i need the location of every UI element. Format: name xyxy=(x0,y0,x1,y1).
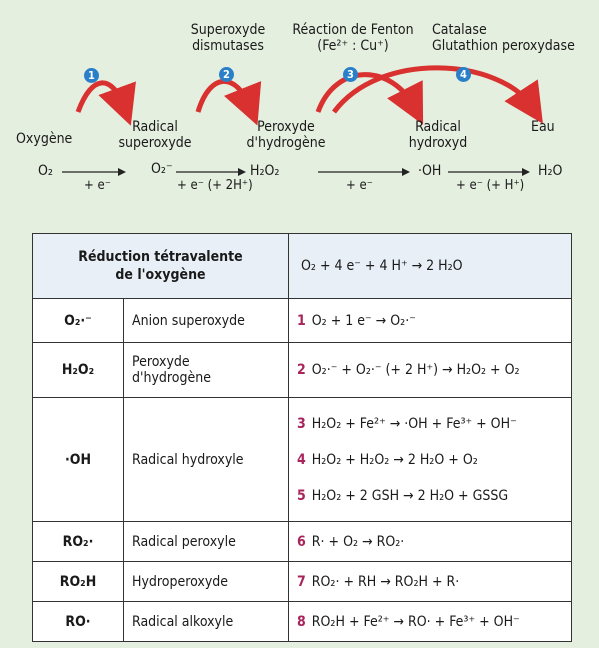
reaction-equation: RO₂H + Fe²⁺ → RO· + Fe³⁺ + OH⁻ xyxy=(311,613,520,630)
condition-1: + e⁻ xyxy=(84,178,111,193)
reaction-item: 4 H₂O₂ + H₂O₂ → 2 H₂O + O₂ xyxy=(297,442,563,478)
step-badge-1: 1 xyxy=(84,68,99,83)
row-reactions: 6 R· + O₂ → RO₂· xyxy=(288,521,572,562)
curved-arrow-2 xyxy=(195,78,262,126)
reaction-number: 2 xyxy=(297,362,306,378)
step-badge-4: 4 xyxy=(456,67,471,82)
species-peroxide: Peroxyde d'hydrogène xyxy=(236,119,336,151)
enzyme-fenton: Réaction de Fenton (Fe²⁺ : Cu⁺) xyxy=(283,22,423,54)
table-row: O₂·⁻ Anion superoxyde 1 O₂ + 1 e⁻ → O₂·⁻ xyxy=(32,298,572,343)
reaction-equation: H₂O₂ + 2 GSH → 2 H₂O + GSSG xyxy=(311,487,509,504)
formula-superoxide: O₂⁻ xyxy=(151,161,173,177)
species-superoxide: Radical superoxyde xyxy=(112,119,198,151)
table-header-line2: de l'oxygène xyxy=(115,267,206,283)
row-formula: O₂·⁻ xyxy=(32,298,124,343)
pathway-arrows xyxy=(62,65,543,176)
row-name: Anion superoxyde xyxy=(123,298,289,343)
row-name: Peroxyde d'hydrogène xyxy=(123,342,289,398)
curved-arrow-1 xyxy=(75,80,136,126)
species-water: Eau xyxy=(531,119,555,135)
row-reactions: 7 RO₂· + RH → RO₂H + R· xyxy=(288,561,572,602)
row-name: Radical alkoxyle xyxy=(123,601,289,642)
enzyme-gpx: Glutathion peroxydase xyxy=(432,38,575,55)
table-row: RO₂H Hydroperoxyde 7 RO₂· + RH → RO₂H + R… xyxy=(32,561,572,602)
reaction-number: 4 xyxy=(297,451,306,468)
reaction-item: 2 O₂·⁻ + O₂·⁻ (+ 2 H⁺) → H₂O₂ + O₂ xyxy=(297,357,563,383)
reaction-equation: O₂ + 1 e⁻ → O₂·⁻ xyxy=(311,312,416,329)
row-name: Hydroperoxyde xyxy=(123,561,289,602)
condition-4: + e⁻ (+ H⁺) xyxy=(456,178,525,193)
table-row: RO· Radical alkoxyle 8 RO₂H + Fe²⁺ → RO· … xyxy=(32,601,572,642)
reaction-item: 6 R· + O₂ → RO₂· xyxy=(297,529,563,555)
reaction-equation: H₂O₂ + H₂O₂ → 2 H₂O + O₂ xyxy=(311,451,478,468)
row-reactions: 2 O₂·⁻ + O₂·⁻ (+ 2 H⁺) → H₂O₂ + O₂ xyxy=(288,342,572,398)
row-formula: H₂O₂ xyxy=(32,342,124,398)
species-hydroxyl: Radical hydroxyd xyxy=(408,119,468,151)
condition-2: + e⁻ (+ 2H⁺) xyxy=(177,178,253,193)
enzyme-catalase-gpx: Catalase Glutathion peroxydase xyxy=(432,22,575,54)
reaction-number: 5 xyxy=(297,487,306,504)
row-name: Radical hydroxyle xyxy=(123,397,289,522)
table-header-equation: O₂ + 4 e⁻ + 4 H⁺ → 2 H₂O xyxy=(288,233,572,299)
species-peroxide-line1: Peroxyde xyxy=(257,119,315,135)
table-row: ·OH Radical hydroxyle 3 H₂O₂ + Fe²⁺ → ·OH… xyxy=(32,397,572,522)
curved-arrow-4 xyxy=(331,65,543,124)
enzyme-sod-line1: Superoxyde xyxy=(190,22,266,38)
ros-table: Réduction tétravalente de l'oxygène O₂ +… xyxy=(32,233,572,642)
condition-3: + e⁻ xyxy=(346,178,373,193)
step-badge-3: 3 xyxy=(343,67,358,82)
species-superoxide-line2: superoxyde xyxy=(118,135,192,152)
reaction-number: 8 xyxy=(297,613,306,630)
enzyme-sod: Superoxyde dismutases xyxy=(182,22,274,54)
reaction-item: 5 H₂O₂ + 2 GSH → 2 H₂O + GSSG xyxy=(297,478,563,514)
enzyme-sod-line2: dismutases xyxy=(192,38,264,55)
step-badge-2: 2 xyxy=(219,67,234,82)
row-name-line1: Peroxyde xyxy=(132,354,190,370)
curved-arrow-3 xyxy=(315,72,424,125)
species-peroxide-line2: d'hydrogène xyxy=(246,135,326,152)
formula-h2o2: H₂O₂ xyxy=(250,163,280,179)
reaction-equation: RO₂· + RH → RO₂H + R· xyxy=(311,573,460,590)
table-header-row: Réduction tétravalente de l'oxygène O₂ +… xyxy=(32,233,572,299)
reaction-number: 7 xyxy=(297,573,306,590)
enzyme-fenton-line1: Réaction de Fenton xyxy=(292,22,414,38)
table-row: RO₂· Radical peroxyle 6 R· + O₂ → RO₂· xyxy=(32,521,572,562)
row-formula: RO· xyxy=(32,601,124,642)
species-superoxide-line1: Radical xyxy=(132,119,178,135)
row-name: Radical peroxyle xyxy=(123,521,289,562)
enzyme-catalase: Catalase xyxy=(432,22,487,38)
species-hydroxyl-line2: hydroxyd xyxy=(408,135,468,152)
reaction-item: 8 RO₂H + Fe²⁺ → RO· + Fe³⁺ + OH⁻ xyxy=(297,609,563,635)
row-formula: RO₂· xyxy=(32,521,124,562)
reaction-equation: H₂O₂ + Fe²⁺ → ·OH + Fe³⁺ + OH⁻ xyxy=(311,415,517,432)
row-reactions: 1 O₂ + 1 e⁻ → O₂·⁻ xyxy=(288,298,572,343)
reaction-equation: O₂·⁻ + O₂·⁻ (+ 2 H⁺) → H₂O₂ + O₂ xyxy=(311,362,520,378)
reaction-item: 3 H₂O₂ + Fe²⁺ → ·OH + Fe³⁺ + OH⁻ xyxy=(297,406,563,442)
reaction-number: 3 xyxy=(297,415,306,432)
reaction-item: 1 O₂ + 1 e⁻ → O₂·⁻ xyxy=(297,308,563,334)
row-name-line2: d'hydrogène xyxy=(132,370,211,386)
table-row: H₂O₂ Peroxyde d'hydrogène 2 O₂·⁻ + O₂·⁻ (… xyxy=(32,342,572,398)
row-formula: RO₂H xyxy=(32,561,124,602)
table-header-line1: Réduction tétravalente xyxy=(78,248,243,265)
table-header-title: Réduction tétravalente de l'oxygène xyxy=(32,233,289,299)
enzyme-fenton-line2: (Fe²⁺ : Cu⁺) xyxy=(317,38,389,55)
formula-o2: O₂ xyxy=(38,163,53,179)
reaction-number: 1 xyxy=(297,312,306,329)
reaction-number: 6 xyxy=(297,533,306,550)
species-hydroxyl-line1: Radical xyxy=(415,119,461,135)
row-reactions: 8 RO₂H + Fe²⁺ → RO· + Fe³⁺ + OH⁻ xyxy=(288,601,572,642)
row-formula: ·OH xyxy=(32,397,124,522)
formula-h2o: H₂O xyxy=(538,163,563,179)
species-oxygen: Oxygène xyxy=(16,131,73,147)
reaction-equation: R· + O₂ → RO₂· xyxy=(311,533,405,550)
formula-hydroxyl: ·OH xyxy=(418,163,442,179)
reaction-item: 7 RO₂· + RH → RO₂H + R· xyxy=(297,569,563,595)
